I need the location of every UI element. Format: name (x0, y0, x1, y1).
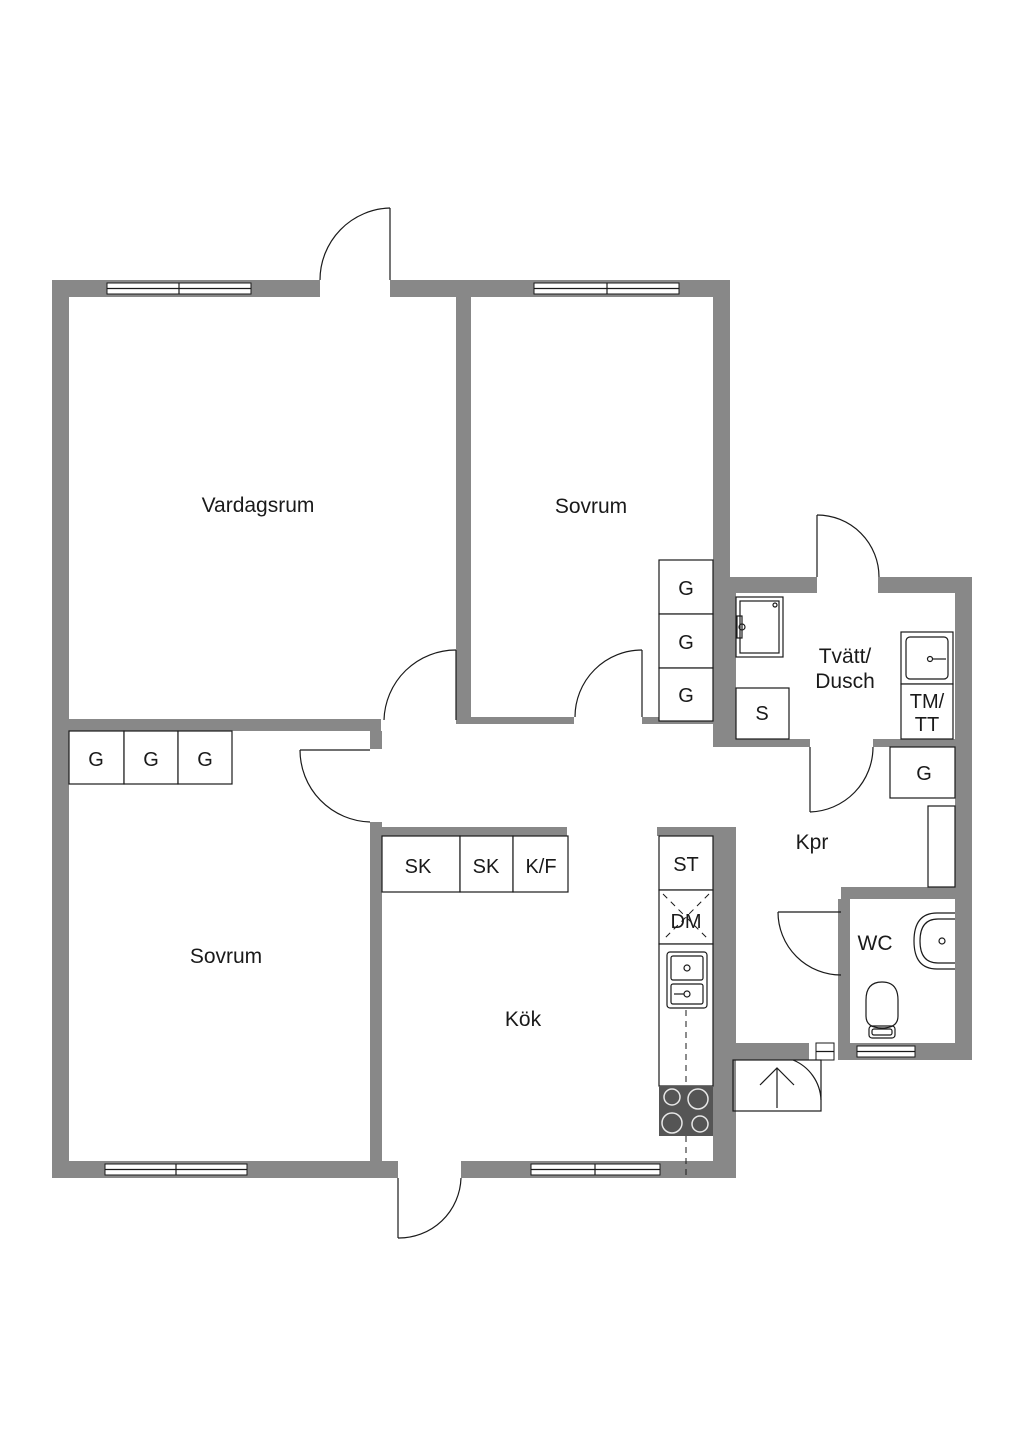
wardrobe-label: G (916, 763, 932, 785)
wardrobe-label: G (88, 749, 104, 771)
doors (299, 207, 880, 1239)
stove-icon (659, 1086, 713, 1136)
door-balcony (319, 207, 391, 281)
windows (104, 282, 916, 1176)
room-label-wc: WC (858, 932, 893, 955)
room-label-sovrum-top: Sovrum (555, 495, 627, 518)
fridge-freezer-label: K/F (525, 856, 556, 878)
room-label-dusch: Dusch (815, 670, 875, 693)
door-vardagsrum (383, 649, 457, 721)
washbasin-icon (900, 631, 954, 685)
room-label-kpr: Kpr (796, 831, 829, 854)
window-wc (856, 1045, 916, 1058)
washer-dryer-label-1: TM/ (910, 691, 945, 713)
window-entry-small (815, 1042, 835, 1061)
wardrobe-kpr: G (889, 746, 956, 888)
dishwasher-label: DM (670, 911, 701, 933)
wc-washbasin-icon (913, 912, 955, 970)
door-wc (777, 911, 842, 976)
washer-dryer-label-2: TT (915, 714, 939, 736)
window-kok (530, 1163, 661, 1176)
door-kok-exterior (397, 1177, 462, 1239)
wardrobe-label: G (678, 578, 694, 600)
shower-icon (735, 596, 784, 658)
wardrobe-label: G (143, 749, 159, 771)
door-tvatt-exterior (816, 514, 880, 578)
room-label-tvatt: Tvätt/ (819, 645, 872, 668)
door-sovrum-top (574, 649, 643, 718)
wardrobe-sovrum-top: G G G (658, 559, 714, 722)
door-sovrum-bottom (299, 749, 371, 823)
room-label-kok: Kök (505, 1008, 542, 1031)
window-sovrum-top (533, 282, 680, 295)
interior-walls (52, 297, 958, 1168)
toilet-icon (865, 981, 899, 1039)
pantry-label: SK (405, 856, 432, 878)
wardrobe-label: G (678, 685, 694, 707)
kitchen-fixtures: SK SK K/F ST DM (381, 835, 714, 1178)
door-tvatt-interior (809, 746, 874, 813)
shelf-label: S (755, 703, 768, 725)
pantry-label: SK (473, 856, 500, 878)
wardrobe-label: G (678, 632, 694, 654)
room-label-vardagsrum: Vardagsrum (202, 494, 315, 517)
wardrobe-sovrum-bottom: G G G (68, 730, 233, 785)
window-vardagsrum (106, 282, 252, 295)
laundry-fixtures: S TM/ TT (735, 596, 954, 740)
room-labels: Vardagsrum Sovrum Sovrum Kök Kpr Tvätt/ … (190, 494, 893, 1031)
door-entrance (732, 1059, 822, 1112)
kitchen-sink-icon (666, 951, 708, 1009)
cabinet-label: ST (673, 854, 699, 876)
wardrobe-label: G (197, 749, 213, 771)
window-sovrum-bottom (104, 1163, 248, 1176)
wardrobes: G G G G G G G (68, 559, 956, 888)
room-label-sovrum-bottom: Sovrum (190, 945, 262, 968)
wc-fixtures (865, 912, 955, 1039)
